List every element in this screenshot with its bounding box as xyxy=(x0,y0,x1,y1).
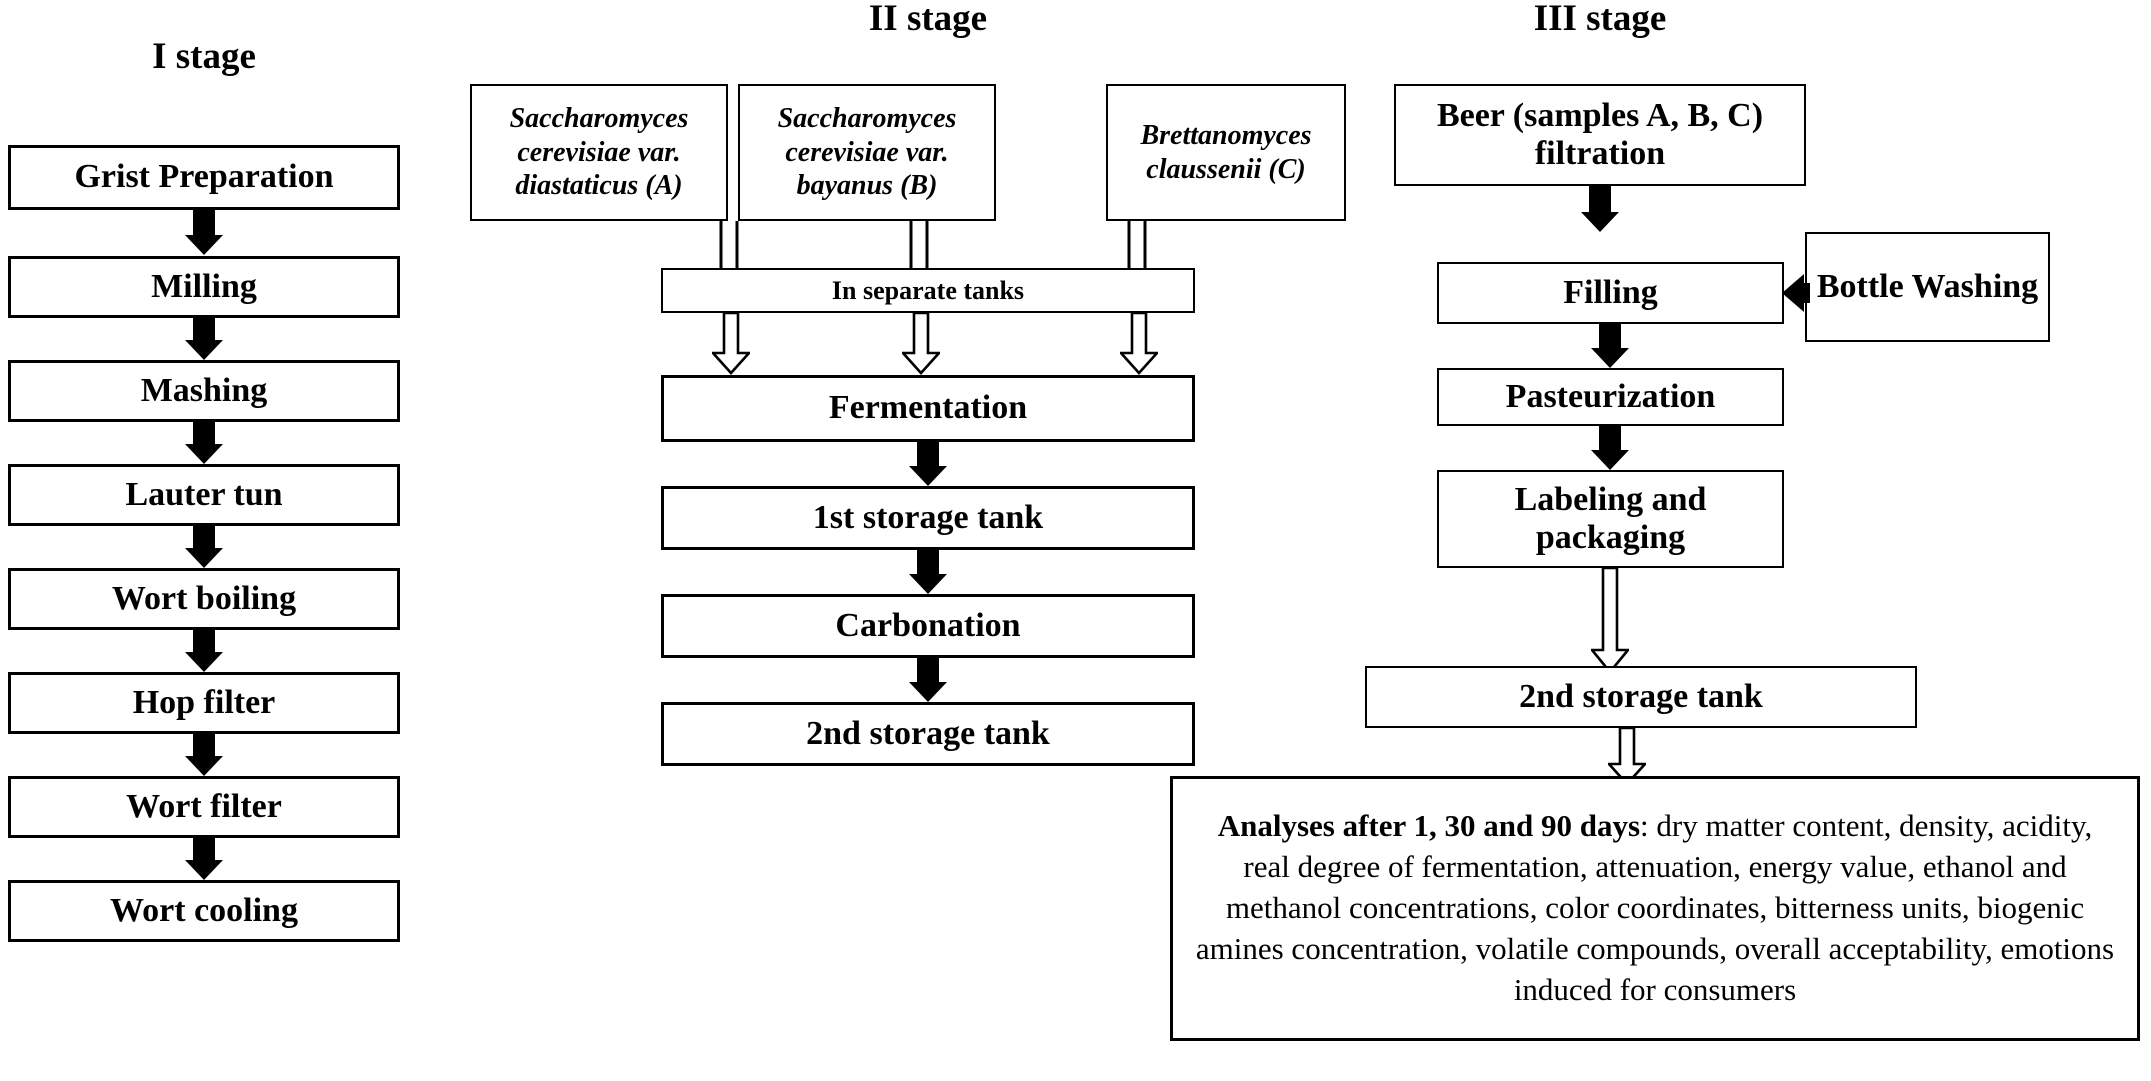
step-2nd-storage-tank-stage3[interactable]: 2nd storage tank xyxy=(1365,666,1917,728)
arrow-milling-to-mashing xyxy=(185,318,223,360)
step-2nd-storage-tank-stage2[interactable]: 2nd storage tank xyxy=(661,702,1195,766)
connector-yeast-b-to-tanks xyxy=(906,221,934,271)
step-lauter-tun[interactable]: Lauter tun xyxy=(8,464,400,526)
analyses-text: Analyses after 1, 30 and 90 days: dry ma… xyxy=(1191,806,2119,1011)
step-milling[interactable]: Milling xyxy=(8,256,400,318)
analyses-bold-label: Analyses after 1, 30 and 90 days xyxy=(1217,808,1641,844)
step-carbonation[interactable]: Carbonation xyxy=(661,594,1195,658)
step-beer-filtration[interactable]: Beer (samples A, B, C) filtration xyxy=(1394,84,1806,186)
arrow-carbonation-to-2nd-storage xyxy=(909,658,947,702)
yeast-box-b[interactable]: Saccharomyces cerevisiae var. bayanus (B… xyxy=(738,84,996,221)
step-1st-storage-tank[interactable]: 1st storage tank xyxy=(661,486,1195,550)
arrow-tanks-to-fermentation-c xyxy=(1120,313,1158,375)
arrow-mashing-to-lauter xyxy=(185,422,223,464)
separate-tanks-bar[interactable]: In separate tanks xyxy=(661,268,1195,313)
step-fermentation[interactable]: Fermentation xyxy=(661,375,1195,442)
stage-title-iii: III stage xyxy=(1533,0,1667,39)
arrow-hop-filter-to-wort-filter xyxy=(185,734,223,776)
arrow-wort-filter-to-wort-cooling xyxy=(185,838,223,880)
arrow-lauter-to-wort-boiling xyxy=(185,526,223,568)
arrow-filling-to-pasteurization xyxy=(1591,324,1629,368)
arrow-bottle-washing-to-filling xyxy=(1782,274,1810,312)
arrow-tanks-to-fermentation-a xyxy=(712,313,750,375)
step-bottle-washing[interactable]: Bottle Washing xyxy=(1805,232,2050,342)
arrow-pasteurization-to-labeling xyxy=(1591,426,1629,470)
arrow-fermentation-to-1st-storage xyxy=(909,442,947,486)
connector-yeast-c-to-tanks xyxy=(1124,221,1152,271)
step-grist-preparation[interactable]: Grist Preparation xyxy=(8,145,400,210)
step-wort-boiling[interactable]: Wort boiling xyxy=(8,568,400,630)
step-labeling-and-packaging[interactable]: Labeling and packaging xyxy=(1437,470,1784,568)
analyses-box[interactable]: Analyses after 1, 30 and 90 days: dry ma… xyxy=(1170,776,2140,1041)
step-hop-filter[interactable]: Hop filter xyxy=(8,672,400,734)
arrow-filtration-to-filling xyxy=(1581,186,1619,232)
arrow-wort-boiling-to-hop-filter xyxy=(185,630,223,672)
connector-yeast-a-to-tanks xyxy=(716,221,744,271)
arrow-2nd-storage-to-analyses xyxy=(1608,728,1646,786)
yeast-box-a[interactable]: Saccharomyces cerevisiae var. diastaticu… xyxy=(470,84,728,221)
arrow-1st-storage-to-carbonation xyxy=(909,550,947,594)
stage-title-ii: II stage xyxy=(868,0,988,39)
stage-title-i: I stage xyxy=(152,36,256,77)
arrow-labeling-to-2nd-storage xyxy=(1591,568,1629,674)
step-wort-cooling[interactable]: Wort cooling xyxy=(8,880,400,942)
analyses-rest-label: : dry matter content, density, acidity, … xyxy=(1195,808,2115,1007)
step-wort-filter[interactable]: Wort filter xyxy=(8,776,400,838)
arrow-grist-to-milling xyxy=(185,210,223,255)
step-mashing[interactable]: Mashing xyxy=(8,360,400,422)
arrow-tanks-to-fermentation-b xyxy=(902,313,940,375)
step-pasteurization[interactable]: Pasteurization xyxy=(1437,368,1784,426)
yeast-box-c[interactable]: Brettanomyces claussenii (C) xyxy=(1106,84,1346,221)
step-filling[interactable]: Filling xyxy=(1437,262,1784,324)
